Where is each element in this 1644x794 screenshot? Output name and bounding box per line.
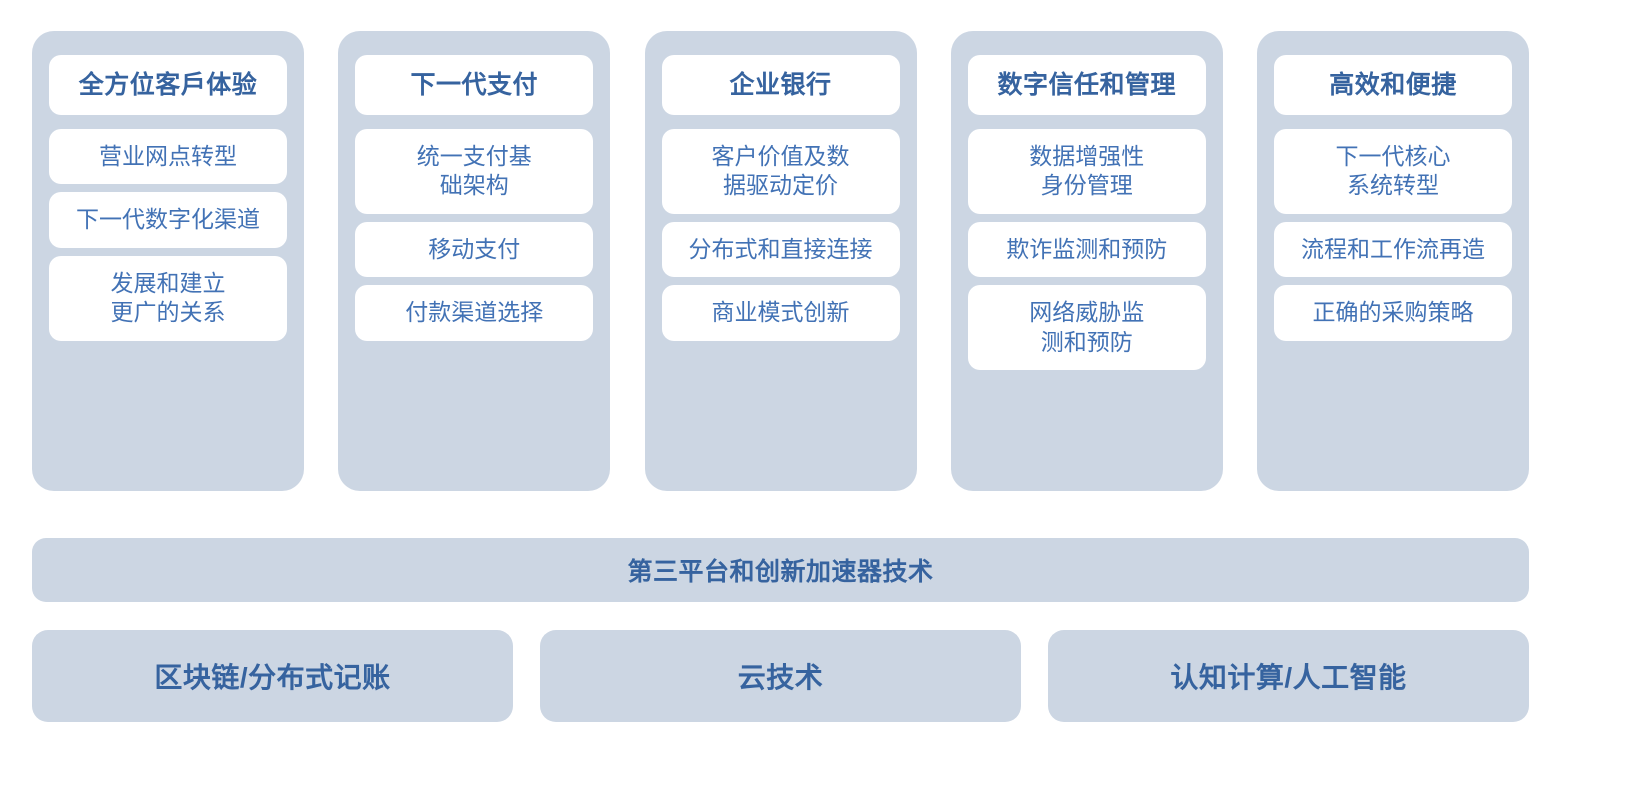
pillar-2-item-2[interactable]: 移动支付 — [355, 221, 594, 278]
pillar-column-1[interactable]: 全方位客戶体验 营业网点转型 下一代数字化渠道 发展和建立 更广的关系 — [32, 31, 304, 491]
pillar-3-item-3[interactable]: 商业模式创新 — [661, 285, 900, 341]
pillar-3-item-1[interactable]: 客户价值及数 据驱动定价 — [661, 129, 900, 214]
pillar-1-item-2[interactable]: 下一代数字化渠道 — [49, 192, 287, 248]
pillar-column-2[interactable]: 下一代支付 统一支付基 础架构 移动支付 付款渠道选择 — [338, 31, 611, 491]
pillar-3-item-2[interactable]: 分布式和直接连接 — [661, 221, 900, 278]
pillar-4-item-1[interactable]: 数据增强性 身份管理 — [967, 129, 1206, 214]
platform-foundation-bar[interactable]: 第三平台和创新加速器技术 — [32, 538, 1529, 602]
pillar-5-item-2[interactable]: 流程和工作流再造 — [1274, 221, 1512, 278]
pillars-row: 全方位客戶体验 营业网点转型 下一代数字化渠道 发展和建立 更广的关系 下一代支… — [32, 31, 1529, 491]
pillar-4-item-3[interactable]: 网络威胁监 测和预防 — [967, 285, 1206, 371]
pillar-2-items: 统一支付基 础架构 移动支付 付款渠道选择 — [355, 129, 594, 341]
pillar-4-item-2[interactable]: 欺诈监测和预防 — [967, 221, 1206, 278]
pillar-column-4[interactable]: 数字信任和管理 数据增强性 身份管理 欺诈监测和预防 网络威胁监 测和预防 — [950, 31, 1223, 491]
pillar-2-item-1[interactable]: 统一支付基 础架构 — [355, 129, 594, 214]
pillar-2-title: 下一代支付 — [355, 55, 594, 115]
technology-bar-blockchain[interactable]: 区块链/分布式记账 — [32, 630, 513, 722]
pillar-2-item-3[interactable]: 付款渠道选择 — [355, 285, 594, 341]
pillar-3-items: 客户价值及数 据驱动定价 分布式和直接连接 商业模式创新 — [661, 129, 900, 341]
pillar-5-title: 高效和便捷 — [1274, 55, 1512, 115]
pillar-5-item-1[interactable]: 下一代核心 系统转型 — [1274, 129, 1512, 214]
technology-bar-ai[interactable]: 认知计算/人工智能 — [1048, 630, 1529, 722]
pillar-column-5[interactable]: 高效和便捷 下一代核心 系统转型 流程和工作流再造 正确的采购策略 — [1257, 31, 1529, 491]
pillar-1-title: 全方位客戶体验 — [49, 55, 287, 115]
pillar-1-items: 营业网点转型 下一代数字化渠道 发展和建立 更广的关系 — [49, 129, 287, 341]
technology-bars-row: 区块链/分布式记账 云技术 认知计算/人工智能 — [32, 630, 1529, 722]
pillar-3-title: 企业银行 — [661, 55, 900, 115]
pillar-4-items: 数据增强性 身份管理 欺诈监测和预防 网络威胁监 测和预防 — [967, 129, 1206, 371]
pillar-5-items: 下一代核心 系统转型 流程和工作流再造 正确的采购策略 — [1274, 129, 1512, 341]
pillar-column-3[interactable]: 企业银行 客户价值及数 据驱动定价 分布式和直接连接 商业模式创新 — [644, 31, 917, 491]
pillar-5-item-3[interactable]: 正确的采购策略 — [1274, 285, 1512, 341]
pillar-1-item-1[interactable]: 营业网点转型 — [49, 129, 287, 185]
pillar-1-item-3[interactable]: 发展和建立 更广的关系 — [49, 255, 287, 341]
technology-bar-cloud[interactable]: 云技术 — [540, 630, 1021, 722]
pillar-4-title: 数字信任和管理 — [967, 55, 1206, 115]
